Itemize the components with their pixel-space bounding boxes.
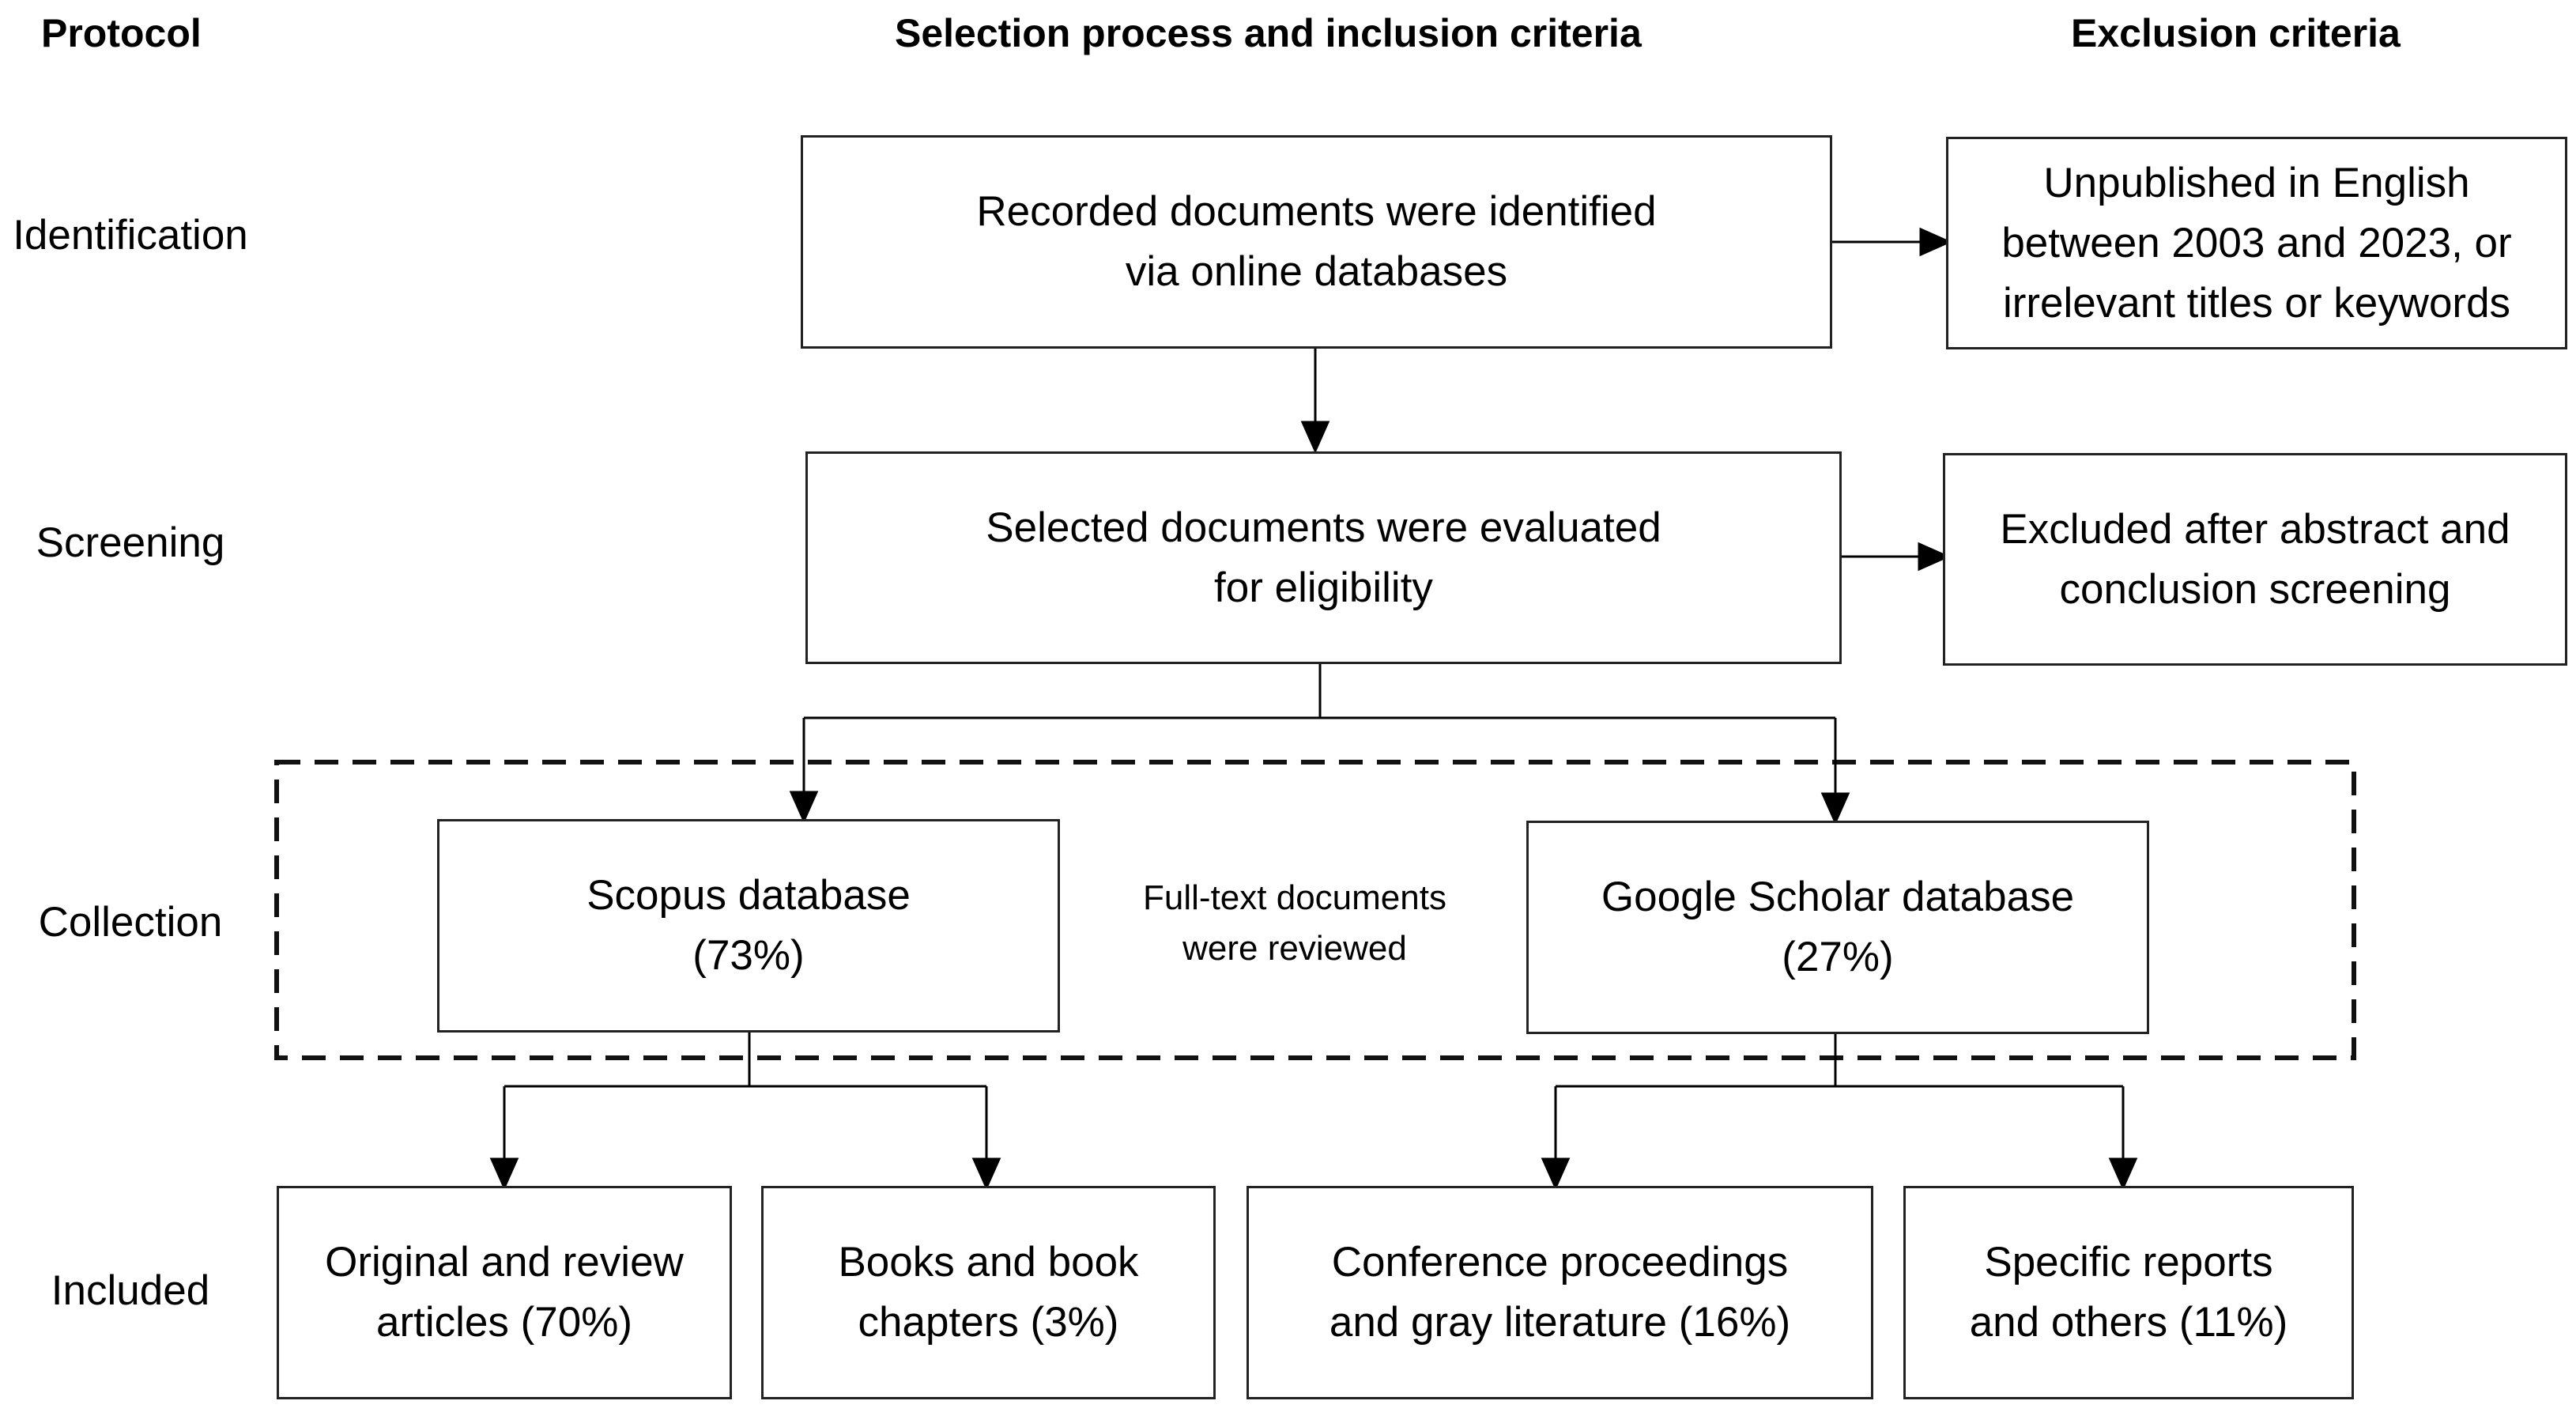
collection-note: Full-text documents were reviewed (1097, 873, 1492, 974)
box-exclusion-identification: Unpublished in English between 2003 and … (1946, 137, 2567, 349)
arrow-identified-to-evaluated (1300, 421, 1330, 454)
row-label-collection: Collection (38, 899, 223, 946)
box-text-line: articles (70%) (376, 1299, 632, 1346)
header-exclusion: Exclusion criteria (2071, 11, 2401, 55)
box-text-line: Google Scholar database (1601, 874, 2075, 920)
box-original-review-articles: Original and review articles (70%) (277, 1186, 732, 1399)
box-text-line: irrelevant titles or keywords (2002, 279, 2511, 327)
arrow-identification-exclusion (1919, 227, 1952, 257)
box-conference-gray-literature: Conference proceedings and gray literatu… (1247, 1186, 1873, 1399)
box-documents-evaluated: Selected documents were evaluated for el… (805, 451, 1842, 664)
box-text-line: Unpublished in English (2043, 159, 2470, 206)
box-documents-identified: Recorded documents were identified via o… (801, 135, 1832, 349)
box-text-line: (27%) (1782, 934, 1894, 980)
note-text-line: were reviewed (1182, 929, 1407, 968)
header-protocol: Protocol (41, 11, 202, 55)
box-specific-reports: Specific reports and others (11%) (1903, 1186, 2354, 1399)
box-books-chapters: Books and book chapters (3%) (761, 1186, 1216, 1399)
arrow-to-articles (489, 1157, 519, 1191)
note-text-line: Full-text documents (1143, 878, 1446, 917)
box-text-line: Excluded after abstract and (2000, 505, 2510, 553)
arrow-screening-exclusion (1918, 542, 1951, 572)
box-text-line: chapters (3%) (858, 1299, 1119, 1346)
arrow-to-reports (2108, 1157, 2138, 1191)
arrow-to-google-scholar (1820, 792, 1850, 825)
box-text-line: Recorded documents were identified (976, 188, 1657, 235)
box-google-scholar-database: Google Scholar database (27%) (1526, 821, 2149, 1034)
box-scopus-database: Scopus database (73%) (437, 819, 1060, 1033)
arrow-to-scopus (789, 791, 819, 824)
box-exclusion-screening: Excluded after abstract and conclusion s… (1943, 453, 2567, 666)
row-label-screening: Screening (36, 519, 225, 566)
row-label-included: Included (51, 1267, 210, 1314)
box-text-line: and gray literature (16%) (1329, 1299, 1791, 1346)
box-text-line: Specific reports (1984, 1239, 2273, 1286)
box-text-line: via online databases (1125, 248, 1508, 295)
box-text-line: Conference proceedings (1331, 1239, 1789, 1286)
box-text-line: Scopus database (586, 872, 911, 919)
box-text-line: and others (11%) (1969, 1299, 2288, 1346)
row-label-identification: Identification (13, 212, 248, 259)
box-text-line: for eligibility (1214, 564, 1433, 611)
collection-dashed-frame (274, 760, 2356, 1060)
box-text-line: conclusion screening (2059, 565, 2451, 613)
header-selection: Selection process and inclusion criteria (895, 11, 1642, 55)
arrow-to-books (971, 1157, 1001, 1191)
box-text-line: between 2003 and 2023, or (2001, 219, 2512, 266)
box-text-line: Books and book (838, 1239, 1139, 1286)
box-text-line: Original and review (325, 1239, 684, 1286)
box-text-line: Selected documents were evaluated (986, 504, 1661, 551)
arrow-to-conference (1541, 1157, 1571, 1191)
box-text-line: (73%) (692, 932, 805, 979)
